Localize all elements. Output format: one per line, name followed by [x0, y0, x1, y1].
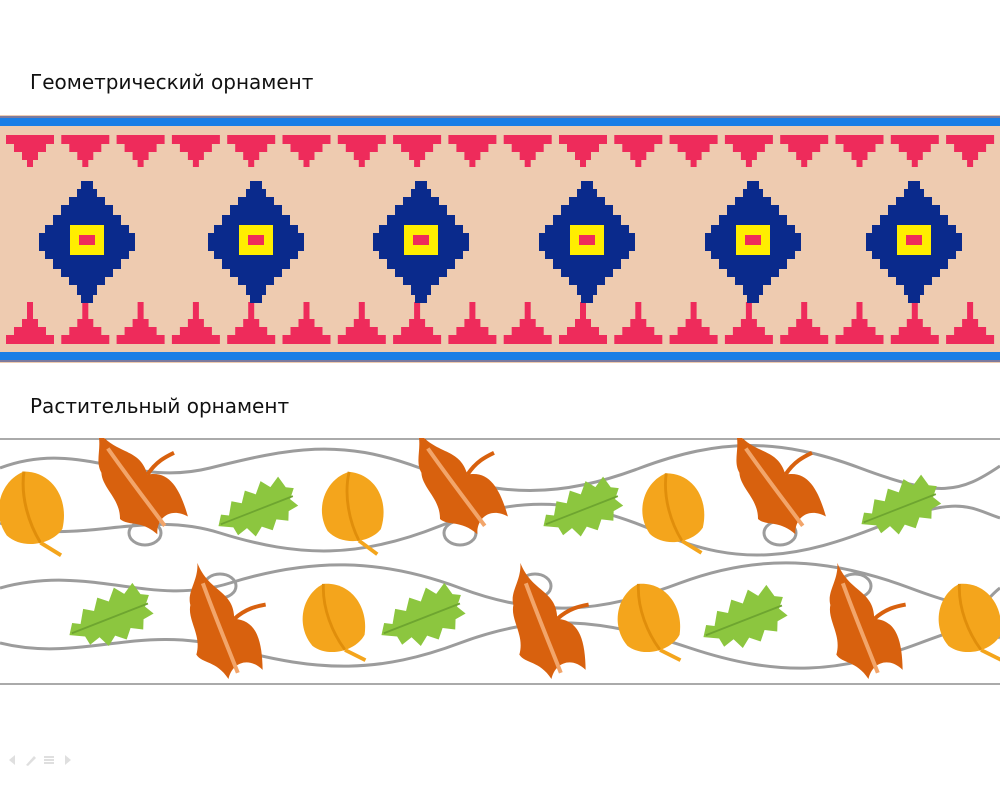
triangle-up: [946, 302, 995, 344]
diamond-motif: [866, 181, 962, 303]
orange-leaf: [302, 583, 367, 662]
bottom-stripe: [0, 352, 1000, 360]
orange-leaf: [617, 583, 682, 662]
red-square: [906, 235, 922, 245]
orange-leaf: [642, 473, 705, 555]
red-square: [579, 235, 595, 245]
triangle-down: [282, 135, 331, 167]
triangle-down: [669, 135, 718, 167]
triangle-down: [227, 135, 276, 167]
maple-leaf: [189, 562, 267, 679]
triangle-up: [116, 302, 165, 344]
green-leaf: [218, 476, 299, 537]
arrow-left-icon[interactable]: [6, 752, 20, 766]
triangle-down: [503, 135, 552, 167]
red-square: [413, 235, 429, 245]
pen-icon[interactable]: [24, 752, 38, 766]
orange-leaf: [938, 583, 1000, 662]
arrow-right-icon[interactable]: [60, 752, 74, 766]
triangle-up: [448, 302, 497, 344]
triangle-down: [890, 135, 939, 167]
triangle-up: [6, 302, 54, 344]
triangle-up: [559, 302, 607, 344]
triangle-down: [780, 135, 829, 167]
green-leaf: [543, 476, 624, 537]
red-square: [79, 235, 95, 245]
triangle-down: [559, 135, 607, 167]
triangle-down: [614, 135, 663, 167]
floral-ornament-band: [0, 438, 1000, 685]
menu-icon[interactable]: [42, 752, 56, 766]
triangle-up: [724, 302, 773, 344]
diamond-motif: [208, 181, 304, 303]
vine-stem: [0, 444, 1000, 492]
triangle-down: [61, 135, 110, 167]
triangle-down: [116, 135, 165, 167]
diamond-motif: [539, 181, 635, 303]
triangle-down: [6, 135, 54, 167]
triangle-up: [669, 302, 718, 344]
green-leaf: [381, 582, 466, 647]
triangle-down: [337, 135, 386, 167]
triangle-up: [282, 302, 331, 344]
triangle-up: [337, 302, 386, 344]
triangle-up: [503, 302, 552, 344]
maple-leaf: [97, 438, 188, 535]
maple-leaf: [512, 562, 590, 679]
diamond-motif: [39, 181, 135, 303]
geometric-ornament-band: [0, 115, 1000, 363]
geometric-ornament-title: Геометрический орнамент: [30, 70, 314, 94]
triangle-up: [171, 302, 220, 344]
triangle-down: [835, 135, 884, 167]
triangle-up: [835, 302, 884, 344]
triangle-down: [393, 135, 442, 167]
green-leaf: [703, 584, 788, 649]
top-stripe: [0, 118, 1000, 126]
triangle-up: [227, 302, 276, 344]
triangle-down: [946, 135, 995, 167]
floral-ornament-title: Растительный орнамент: [30, 394, 290, 418]
maple-leaf: [829, 562, 907, 679]
triangle-down: [724, 135, 773, 167]
green-leaf: [69, 582, 154, 647]
maple-leaf: [735, 438, 826, 535]
slide-navigation: [6, 752, 74, 766]
triangle-up: [614, 302, 663, 344]
triangle-up: [61, 302, 110, 344]
red-square: [248, 235, 264, 245]
triangle-up: [890, 302, 939, 344]
diamond-motif: [705, 181, 801, 303]
orange-leaf: [321, 471, 384, 556]
triangle-up: [393, 302, 442, 344]
orange-leaf: [0, 471, 64, 558]
triangle-up: [780, 302, 829, 344]
maple-leaf: [417, 438, 508, 535]
diamond-motif: [373, 181, 469, 303]
green-leaf: [861, 474, 942, 535]
geometric-background: [0, 115, 1000, 363]
triangle-down: [448, 135, 497, 167]
red-square: [745, 235, 761, 245]
triangle-down: [171, 135, 220, 167]
